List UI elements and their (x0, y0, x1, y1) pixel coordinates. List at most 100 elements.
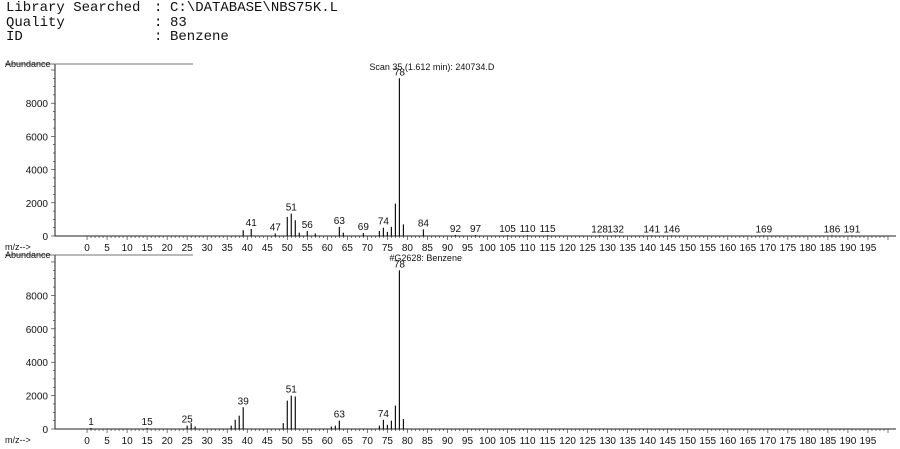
peak-label: 63 (334, 216, 346, 227)
x-tick-label: 5 (104, 436, 110, 447)
x-tick-label: 170 (760, 243, 777, 254)
x-tick-label: 60 (322, 436, 334, 447)
x-tick-label: 85 (422, 243, 434, 254)
peak-label: 141 (643, 224, 660, 235)
x-tick-label: 95 (462, 243, 474, 254)
x-tick-label: 105 (499, 243, 516, 254)
header-value-library-path: C:\DATABASE\NBS75K.L (170, 0, 339, 16)
library-search-header: Library Searched: C:\DATABASE\NBS75K.L Qu… (6, 1, 338, 45)
x-tick-label: 45 (262, 243, 274, 254)
x-tick-label: 55 (302, 436, 314, 447)
x-tick-label: 20 (162, 436, 174, 447)
header-label: Quality (6, 14, 65, 31)
header-value-compound-id: Benzene (170, 29, 229, 45)
peak-label: 78 (394, 67, 406, 78)
x-tick-label: 155 (699, 243, 716, 254)
spectrum-title: Scan 35 (1.612 min): 240734.D (369, 62, 495, 72)
peak-label: 115 (540, 224, 556, 235)
x-tick-label: 175 (780, 243, 797, 254)
x-tick-label: 195 (860, 436, 877, 447)
x-tick-label: 195 (860, 243, 877, 254)
header-value-quality: 83 (170, 14, 187, 31)
peak-label: 97 (470, 224, 482, 235)
peak-label: 110 (520, 224, 536, 235)
y-tick-label: 6000 (26, 132, 49, 143)
x-tick-label: 160 (719, 436, 736, 447)
y-tick-label: 2000 (26, 392, 49, 403)
peak-label: 74 (378, 217, 390, 228)
x-tick-label: 75 (382, 243, 394, 254)
x-tick-label: 165 (739, 436, 756, 447)
peak-label: 146 (663, 224, 680, 235)
x-tick-label: 10 (122, 436, 134, 447)
x-tick-label: 140 (639, 436, 656, 447)
x-tick-label: 135 (619, 243, 636, 254)
header-label: Library Searched (6, 0, 141, 16)
x-tick-label: 135 (619, 436, 636, 447)
x-tick-label: 100 (479, 436, 496, 447)
x-tick-label: 65 (342, 243, 354, 254)
x-tick-label: 160 (719, 243, 736, 254)
x-tick-label: 30 (202, 243, 214, 254)
peak-label: 39 (238, 396, 250, 407)
peak-label: 25 (182, 415, 194, 426)
x-tick-label: 145 (659, 436, 676, 447)
x-tick-label: 55 (302, 243, 314, 254)
y-tick-label: 8000 (26, 99, 49, 110)
x-tick-label: 190 (840, 243, 857, 254)
x-tick-label: 85 (422, 436, 434, 447)
x-axis-label: m/z--> (5, 435, 31, 445)
header-separator: : (154, 29, 163, 45)
x-tick-label: 190 (840, 436, 857, 447)
peak-label: 15 (142, 417, 154, 428)
x-tick-label: 145 (659, 243, 676, 254)
y-tick-label: 4000 (26, 166, 49, 177)
x-tick-label: 115 (540, 243, 556, 254)
header-row-quality: Quality:83 (6, 14, 338, 31)
x-tick-label: 90 (442, 243, 454, 254)
peak-label: 105 (499, 224, 516, 235)
x-tick-label: 15 (142, 436, 154, 447)
x-tick-label: 45 (262, 436, 274, 447)
x-tick-label: 175 (780, 436, 797, 447)
peak-label: 69 (358, 222, 370, 233)
peak-label: 92 (450, 224, 462, 235)
header-separator: : (154, 0, 163, 16)
y-tick-label: 8000 (26, 291, 49, 302)
x-tick-label: 185 (820, 243, 837, 254)
peak-label: 51 (286, 385, 298, 396)
peak-label: 191 (844, 224, 861, 235)
x-tick-label: 20 (162, 243, 174, 254)
x-tick-label: 40 (242, 436, 254, 447)
x-tick-label: 5 (104, 243, 110, 254)
header-separator: : (154, 14, 163, 31)
x-tick-label: 105 (499, 436, 516, 447)
header-row-id: ID:Benzene (6, 30, 338, 45)
x-tick-label: 70 (362, 243, 374, 254)
x-tick-label: 120 (559, 243, 576, 254)
x-tick-label: 80 (402, 436, 414, 447)
x-tick-label: 95 (462, 436, 474, 447)
x-tick-label: 125 (579, 436, 596, 447)
x-tick-label: 65 (342, 436, 354, 447)
x-tick-label: 115 (540, 436, 556, 447)
x-tick-label: 120 (559, 436, 576, 447)
x-tick-label: 110 (520, 243, 536, 254)
y-tick-label: 0 (42, 425, 48, 436)
y-tick-label: 0 (42, 232, 48, 243)
peak-label: 63 (334, 410, 346, 421)
peak-label: 128 (591, 224, 608, 235)
x-tick-label: 165 (739, 243, 756, 254)
y-axis-label: Abundance (5, 59, 51, 69)
peak-label: 169 (755, 224, 772, 235)
x-tick-label: 130 (599, 243, 616, 254)
x-tick-label: 30 (202, 436, 214, 447)
x-tick-label: 185 (820, 436, 837, 447)
x-tick-label: 150 (679, 243, 696, 254)
x-tick-label: 70 (362, 436, 374, 447)
x-tick-label: 50 (282, 243, 294, 254)
peak-label: 41 (246, 218, 258, 229)
x-tick-label: 40 (242, 243, 254, 254)
